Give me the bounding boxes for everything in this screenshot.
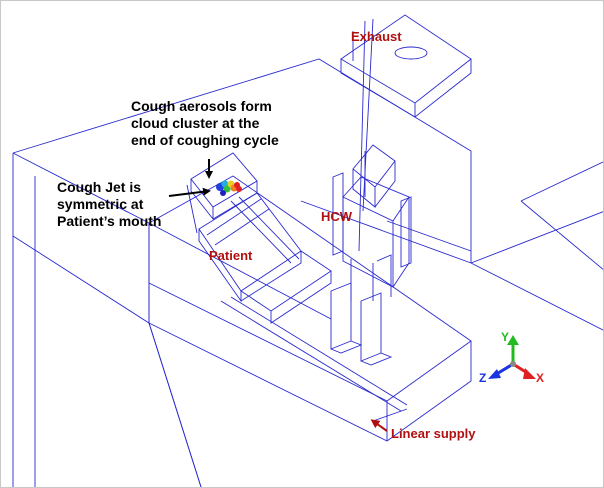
cough-aerosol-cloud xyxy=(216,180,242,196)
cough-jet-line-1: Cough Jet is xyxy=(57,179,141,195)
axis-label-x: X xyxy=(536,371,544,385)
exhaust-vent xyxy=(394,46,428,60)
label-patient: Patient xyxy=(209,248,253,263)
cough-jet-line-3: Patient’s mouth xyxy=(57,213,162,229)
axis-label-y: Y xyxy=(501,330,509,344)
label-exhaust: Exhaust xyxy=(351,29,402,44)
cough-jet-annotation: Cough Jet is symmetric at Patient’s mout… xyxy=(57,179,162,229)
label-hcw: HCW xyxy=(321,209,353,224)
z-axis-arrowhead xyxy=(488,369,501,379)
cough-jet-line-2: symmetric at xyxy=(57,196,144,212)
ceiling-edges xyxy=(12,58,472,263)
axis-label-z: Z xyxy=(479,371,486,385)
axes-origin xyxy=(510,361,516,367)
axes-triad: Y Z X xyxy=(479,330,544,385)
linear-supply-strip xyxy=(372,408,408,422)
label-linear-supply: Linear supply xyxy=(391,426,476,441)
jet-pointer-arrow xyxy=(168,187,211,197)
x-axis-arrowhead xyxy=(523,368,536,379)
linear-supply-arrow xyxy=(370,419,388,432)
hcw-figure xyxy=(330,144,412,366)
cough-cloud-line-2: cloud cluster at the xyxy=(131,115,260,131)
cough-cloud-line-3: end of coughing cycle xyxy=(131,132,279,148)
patient-body xyxy=(186,152,332,324)
bed-platform xyxy=(148,175,472,442)
cough-cloud-annotation: Cough aerosols form cloud cluster at the… xyxy=(131,98,279,148)
room-wireframe xyxy=(12,14,603,487)
cough-cloud-line-1: Cough aerosols form xyxy=(131,98,272,114)
y-axis-arrowhead xyxy=(507,335,519,345)
